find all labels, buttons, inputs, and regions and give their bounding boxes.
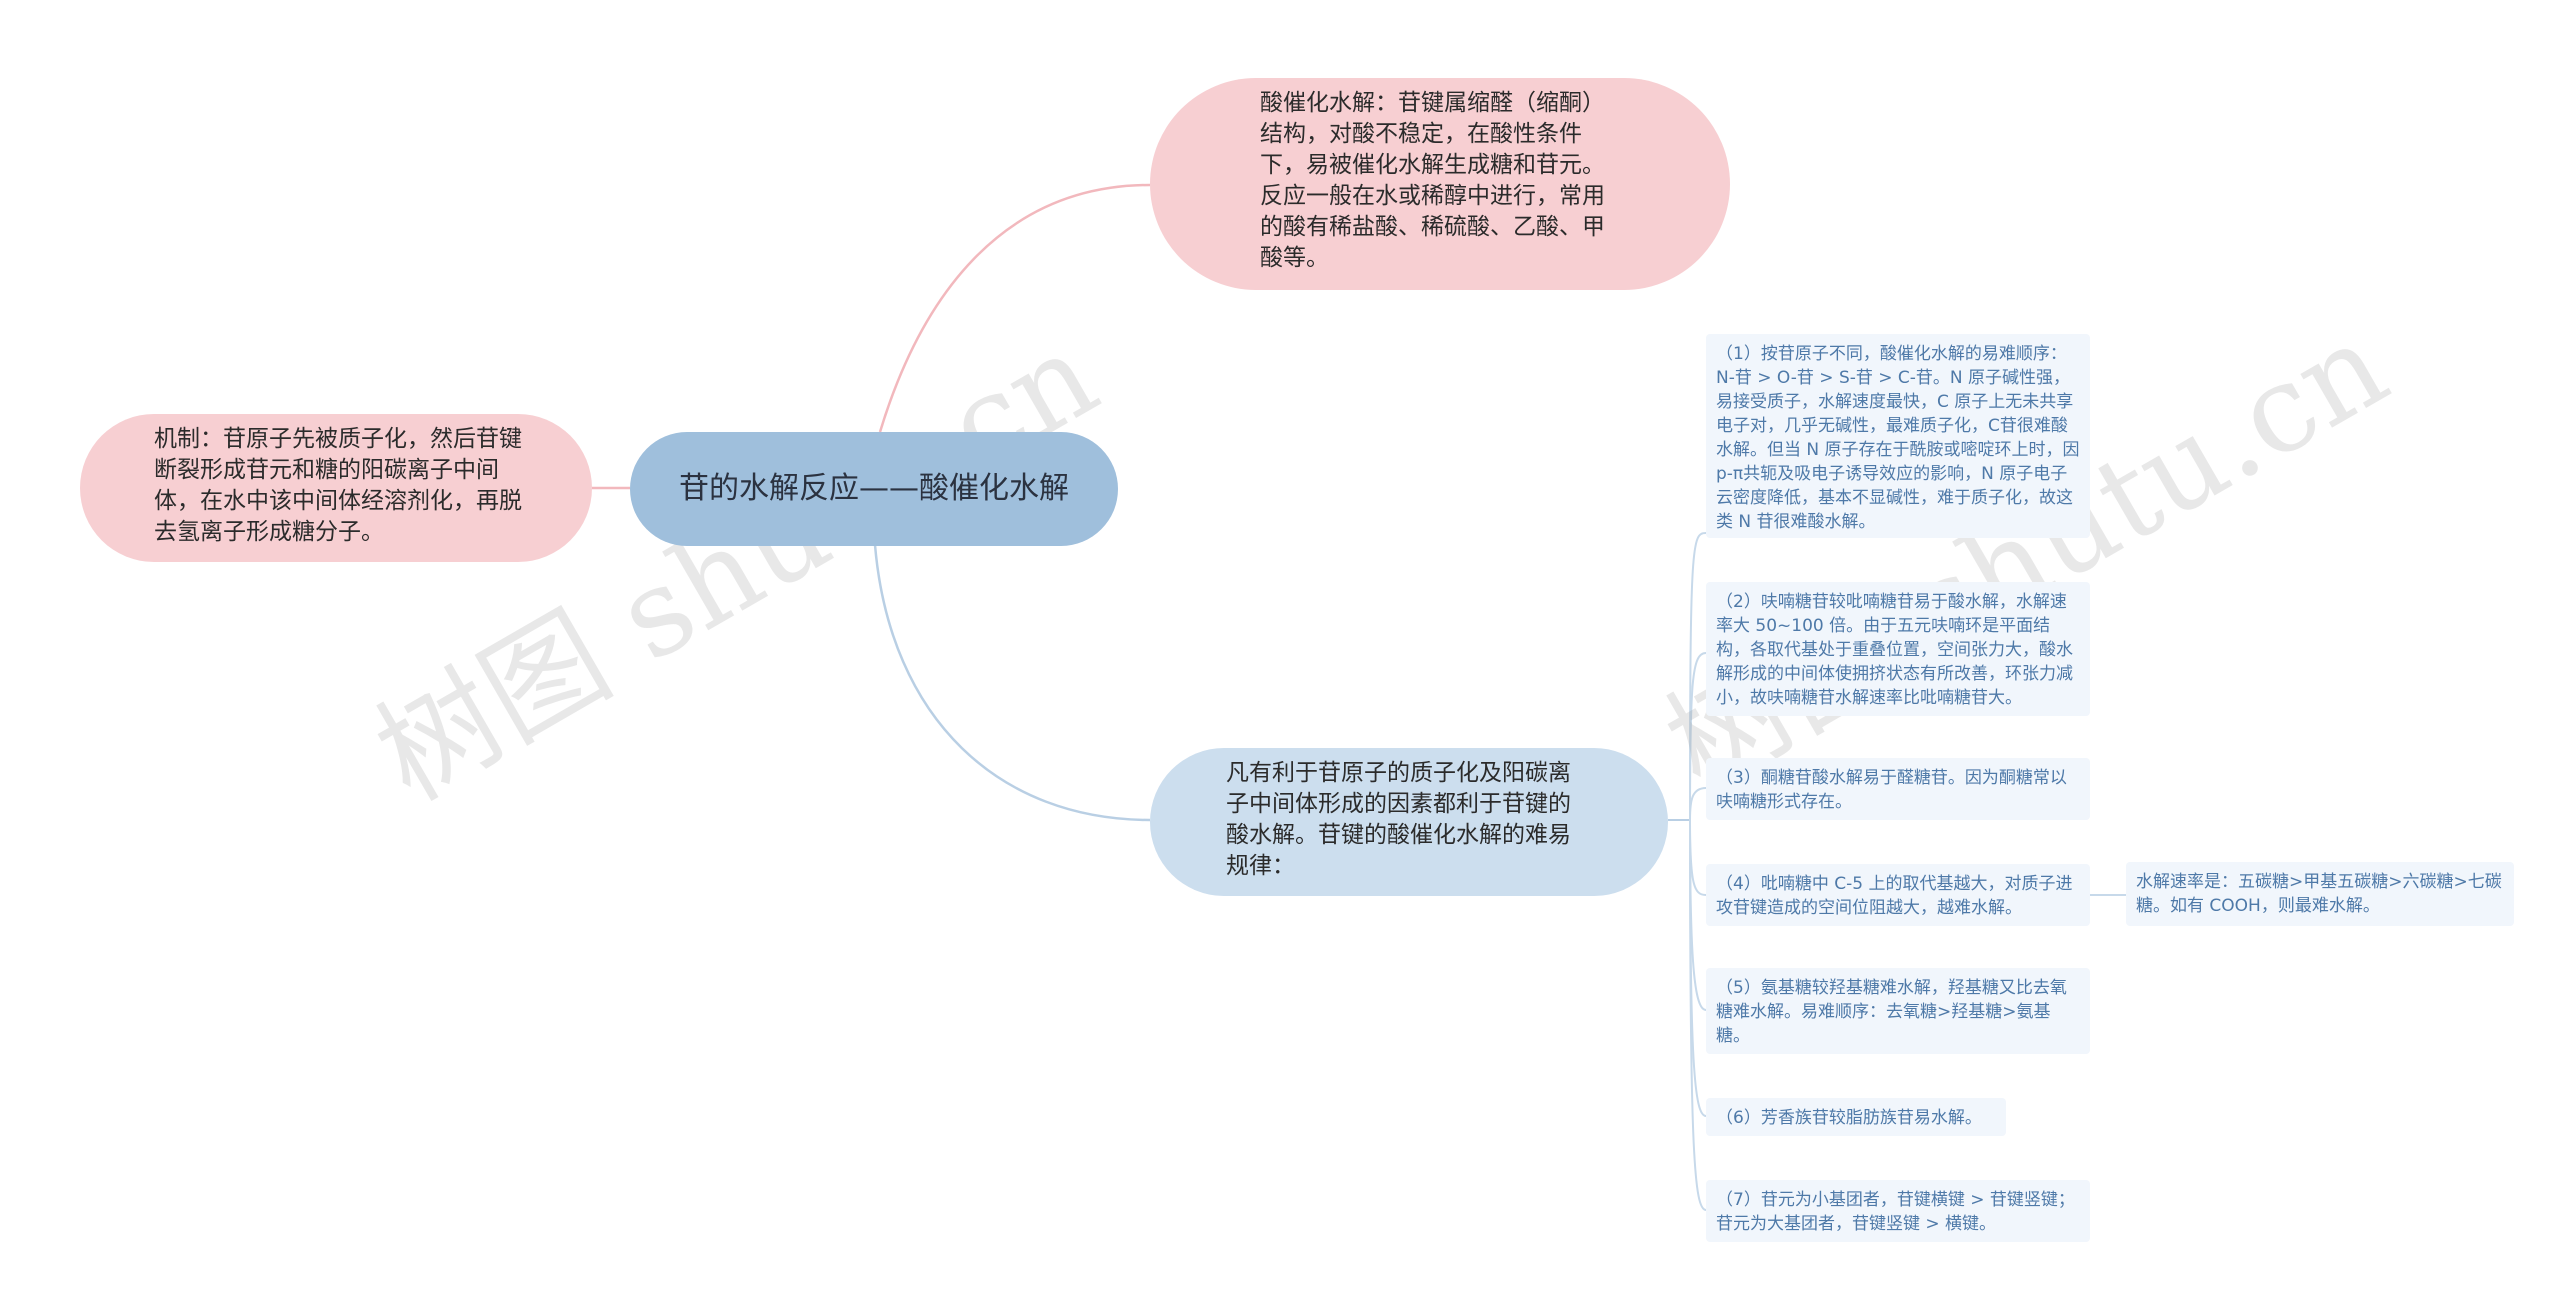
rule-item-text: （5）氨基糖较羟基糖难水解，羟基糖又比去氧糖难水解。易难顺序：去氧糖>羟基糖>氨… (1716, 978, 2067, 1046)
rule-detail[interactable]: 水解速率是：五碳糖>甲基五碳糖>六碳糖>七碳糖。如有 COOH，则最难水解。 (2126, 862, 2514, 926)
link-leaf-3 (1689, 787, 1707, 821)
hydrolysis-rules-label: 凡有利于苷原子的质子化及阳碳离子中间体形成的因素都利于苷键的酸水解。苷键的酸催化… (1226, 760, 1571, 879)
root-topic[interactable]: 苷的水解反应——酸催化水解 (630, 432, 1118, 546)
rule-item-text: （4）吡喃糖中 C-5 上的取代基越大，对质子进攻苷键造成的空间位阻越大，越难水… (1716, 874, 2073, 918)
rule-item-text: （6）芳香族苷较脂肪族苷易水解。 (1716, 1108, 1982, 1128)
rule-item-text: （2）呋喃糖苷较吡喃糖苷易于酸水解，水解速率大 50~100 倍。由于五元呋喃环… (1716, 592, 2073, 708)
link-leaf-4 (1689, 819, 1707, 896)
mechanism-label: 机制：苷原子先被质子化，然后苷键断裂形成苷元和糖的阳碳离子中间体，在水中该中间体… (154, 426, 522, 545)
rule-item[interactable]: （6）芳香族苷较脂肪族苷易水解。 (1706, 1098, 2006, 1136)
rule-item[interactable]: （7）苷元为小基团者，苷键横键 > 苷键竖键；苷元为大基团者，苷键竖键 > 横键… (1706, 1180, 2090, 1242)
acid-hydrolysis-node[interactable]: 酸催化水解：苷键属缩醛（缩酮）结构，对酸不稳定，在酸性条件下，易被催化水解生成糖… (1150, 78, 1730, 290)
link-root-acid (878, 183, 1151, 433)
link-leaf-5 (1689, 819, 1707, 1011)
rule-item-text: （1）按苷原子不同，酸催化水解的易难顺序：N-苷 > O-苷 > S-苷 > C… (1716, 344, 2080, 532)
acid-hydrolysis-label: 酸催化水解：苷键属缩醛（缩酮）结构，对酸不稳定，在酸性条件下，易被催化水解生成糖… (1260, 90, 1605, 271)
rule-item[interactable]: （3）酮糖苷酸水解易于醛糖苷。因为酮糖常以呋喃糖形式存在。 (1706, 758, 2090, 820)
link-leaf-2 (1689, 652, 1707, 821)
rule-item[interactable]: （4）吡喃糖中 C-5 上的取代基越大，对质子进攻苷键造成的空间位阻越大，越难水… (1706, 864, 2090, 926)
root-topic-label: 苷的水解反应——酸催化水解 (679, 471, 1069, 506)
link-leaf-1 (1689, 532, 1707, 821)
rule-item[interactable]: （2）呋喃糖苷较吡喃糖苷易于酸水解，水解速率大 50~100 倍。由于五元呋喃环… (1706, 582, 2090, 716)
rule-item[interactable]: （5）氨基糖较羟基糖难水解，羟基糖又比去氧糖难水解。易难顺序：去氧糖>羟基糖>氨… (1706, 968, 2090, 1054)
rule-detail-text: 水解速率是：五碳糖>甲基五碳糖>六碳糖>七碳糖。如有 COOH，则最难水解。 (2136, 872, 2502, 916)
link-root-rules (873, 544, 1151, 822)
rule-item[interactable]: （1）按苷原子不同，酸催化水解的易难顺序：N-苷 > O-苷 > S-苷 > C… (1706, 334, 2090, 538)
rule-item-text: （7）苷元为小基团者，苷键横键 > 苷键竖键；苷元为大基团者，苷键竖键 > 横键… (1716, 1190, 2075, 1234)
mechanism-node[interactable]: 机制：苷原子先被质子化，然后苷键断裂形成苷元和糖的阳碳离子中间体，在水中该中间体… (80, 414, 592, 562)
link-leaf-7 (1689, 819, 1707, 1211)
hydrolysis-rules-node[interactable]: 凡有利于苷原子的质子化及阳碳离子中间体形成的因素都利于苷键的酸水解。苷键的酸催化… (1150, 748, 1668, 896)
rule-item-text: （3）酮糖苷酸水解易于醛糖苷。因为酮糖常以呋喃糖形式存在。 (1716, 768, 2067, 812)
